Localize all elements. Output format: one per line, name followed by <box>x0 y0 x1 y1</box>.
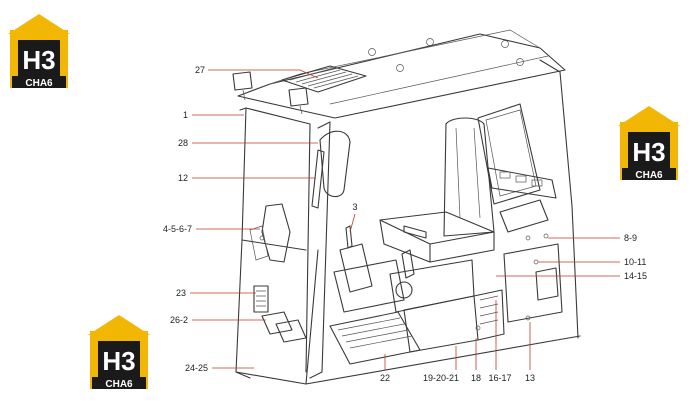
callout-3: 3 <box>352 202 357 212</box>
left-console-arm <box>249 203 291 263</box>
callout-19-20-21: 19-20-21 <box>423 373 459 383</box>
logo-wordmark: CHA6 <box>635 170 663 181</box>
callout-13: 13 <box>525 373 535 383</box>
callout-4-5-6-7: 4-5-6-7 <box>163 224 192 234</box>
callout-23: 23 <box>176 288 186 298</box>
floor-mat <box>329 311 421 365</box>
work-light-right <box>288 87 309 115</box>
callout-8-9: 8-9 <box>624 233 637 243</box>
callout-10-11: 10-11 <box>624 257 646 267</box>
door-frame <box>309 121 331 379</box>
right-joystick-console <box>389 249 475 313</box>
callout-24-25: 24-25 <box>185 363 208 373</box>
rear-unit <box>503 243 563 323</box>
logo-mark: H3 <box>22 45 55 75</box>
callout-27: 27 <box>195 65 205 75</box>
logo-right: H3 CHA6 <box>618 106 680 181</box>
side-louver-panel <box>253 285 269 313</box>
seat-base <box>403 289 505 353</box>
work-light-left <box>232 71 253 101</box>
callout-1: 1 <box>183 110 188 120</box>
callout-26-2: 26-2 <box>170 315 188 325</box>
pedals <box>261 311 307 343</box>
logo-bottom-left: H3 CHA6 <box>88 315 150 390</box>
operator-seat <box>379 117 495 263</box>
callout-14-15: 14-15 <box>624 271 647 281</box>
left-joystick-console <box>333 225 405 313</box>
logo-top-left: H3 CHA6 <box>8 14 70 89</box>
logo-mark: H3 <box>632 137 665 167</box>
leader-lines <box>190 69 620 370</box>
callout-22: 22 <box>380 373 390 383</box>
callout-18: 18 <box>471 373 481 383</box>
logo-mark: H3 <box>102 346 135 376</box>
rear-dashboard <box>487 167 557 233</box>
logo-wordmark: CHA6 <box>105 379 133 390</box>
callout-16-17: 16-17 <box>488 373 511 383</box>
cab-drawing <box>232 29 581 385</box>
logo-wordmark: CHA6 <box>25 78 53 89</box>
callout-28: 28 <box>178 138 188 148</box>
callout-12: 12 <box>178 173 188 183</box>
mirror-arm <box>311 130 351 209</box>
front-pillar <box>235 107 251 379</box>
